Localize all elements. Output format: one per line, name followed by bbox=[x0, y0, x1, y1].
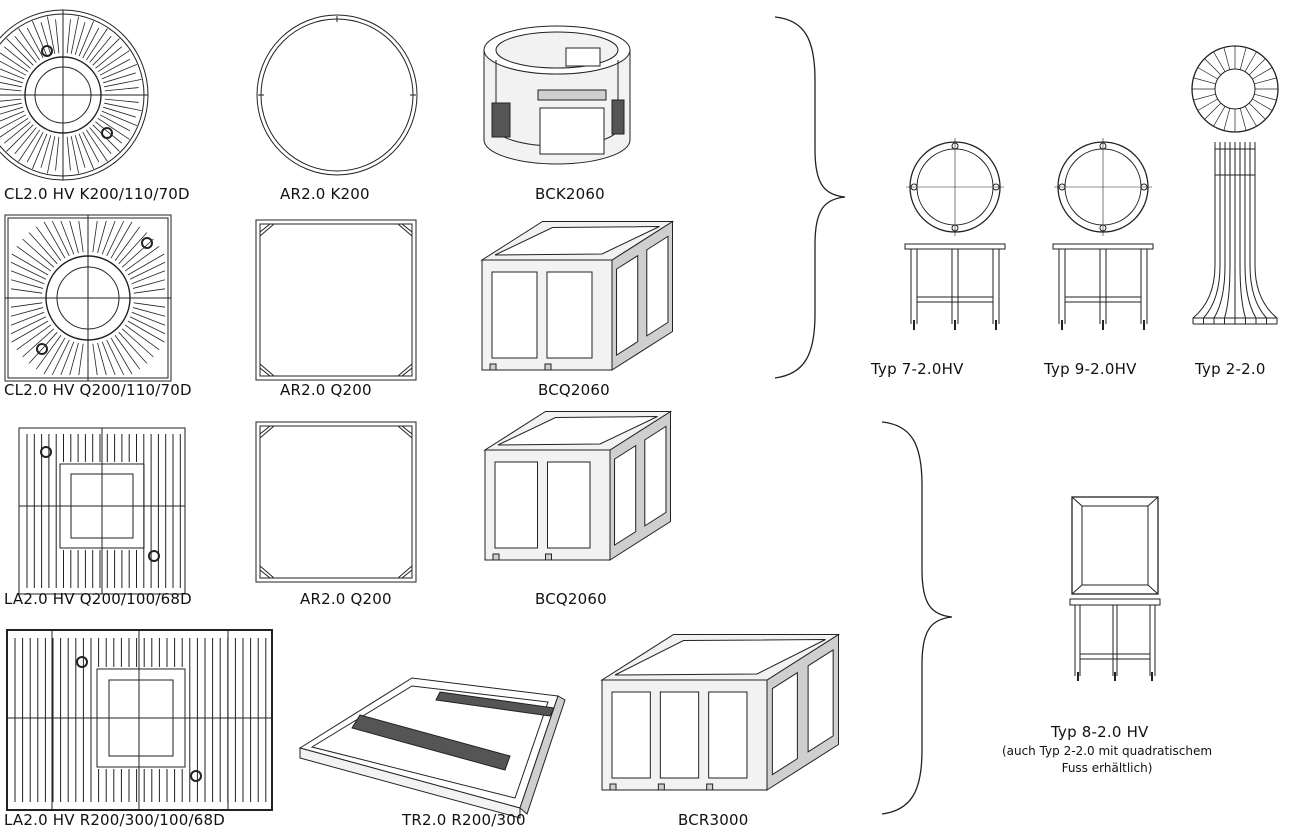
guard-typ7-drawing bbox=[904, 138, 1006, 330]
label-bcq2060-1: BCQ2060 bbox=[538, 381, 610, 399]
label-cl-q200: CL2.0 HV Q200/110/70D bbox=[4, 381, 192, 399]
square-foundation-drawing-2 bbox=[483, 410, 673, 561]
guard-typ9-drawing bbox=[1052, 138, 1154, 330]
label-tr-r200: TR2.0 R200/300 bbox=[402, 811, 526, 829]
typ8-note-line-1: (auch Typ 2-2.0 mit quadratischem bbox=[1001, 744, 1213, 758]
label-typ9: Typ 9-2.0HV bbox=[1044, 360, 1137, 378]
label-bcr3000: BCR3000 bbox=[678, 811, 749, 829]
round-frame-drawing bbox=[256, 14, 418, 176]
curly-brace-lower bbox=[881, 421, 953, 815]
square-frame-drawing-1 bbox=[255, 219, 417, 381]
label-bck2060: BCK2060 bbox=[535, 185, 605, 203]
label-la-r200: LA2.0 HV R200/300/100/68D bbox=[4, 811, 226, 829]
typ8-note-line-2: Fuss erhältlich) bbox=[1061, 761, 1153, 775]
label-ar-q200-2: AR2.0 Q200 bbox=[300, 590, 392, 608]
label-typ7: Typ 7-2.0HV bbox=[871, 360, 964, 378]
square-foundation-drawing-1 bbox=[480, 220, 675, 371]
round-tree-grate-drawing bbox=[0, 9, 149, 181]
guard-typ8-drawing bbox=[1069, 496, 1161, 681]
label-ar-q200-1: AR2.0 Q200 bbox=[280, 381, 372, 399]
label-la-q200: LA2.0 HV Q200/100/68D bbox=[4, 590, 192, 608]
guard-typ2-drawing bbox=[1191, 45, 1279, 325]
label-typ8: Typ 8-2.0 HV bbox=[1051, 723, 1149, 741]
square-round-hole-grate-drawing bbox=[4, 214, 172, 382]
curly-brace-upper bbox=[774, 16, 846, 379]
label-bcq2060-2: BCQ2060 bbox=[535, 590, 607, 608]
square-frame-drawing-2 bbox=[255, 421, 417, 583]
rect-foundation-drawing bbox=[600, 633, 841, 791]
label-typ2: Typ 2-2.0 bbox=[1195, 360, 1266, 378]
label-cl-k200: CL2.0 HV K200/110/70D bbox=[4, 185, 190, 203]
rect-frame-drawing bbox=[298, 677, 566, 819]
round-foundation-drawing bbox=[483, 25, 631, 165]
square-slotted-grate-drawing bbox=[18, 427, 186, 595]
label-ar-k200: AR2.0 K200 bbox=[280, 185, 370, 203]
rect-slotted-grate-drawing bbox=[6, 629, 273, 811]
